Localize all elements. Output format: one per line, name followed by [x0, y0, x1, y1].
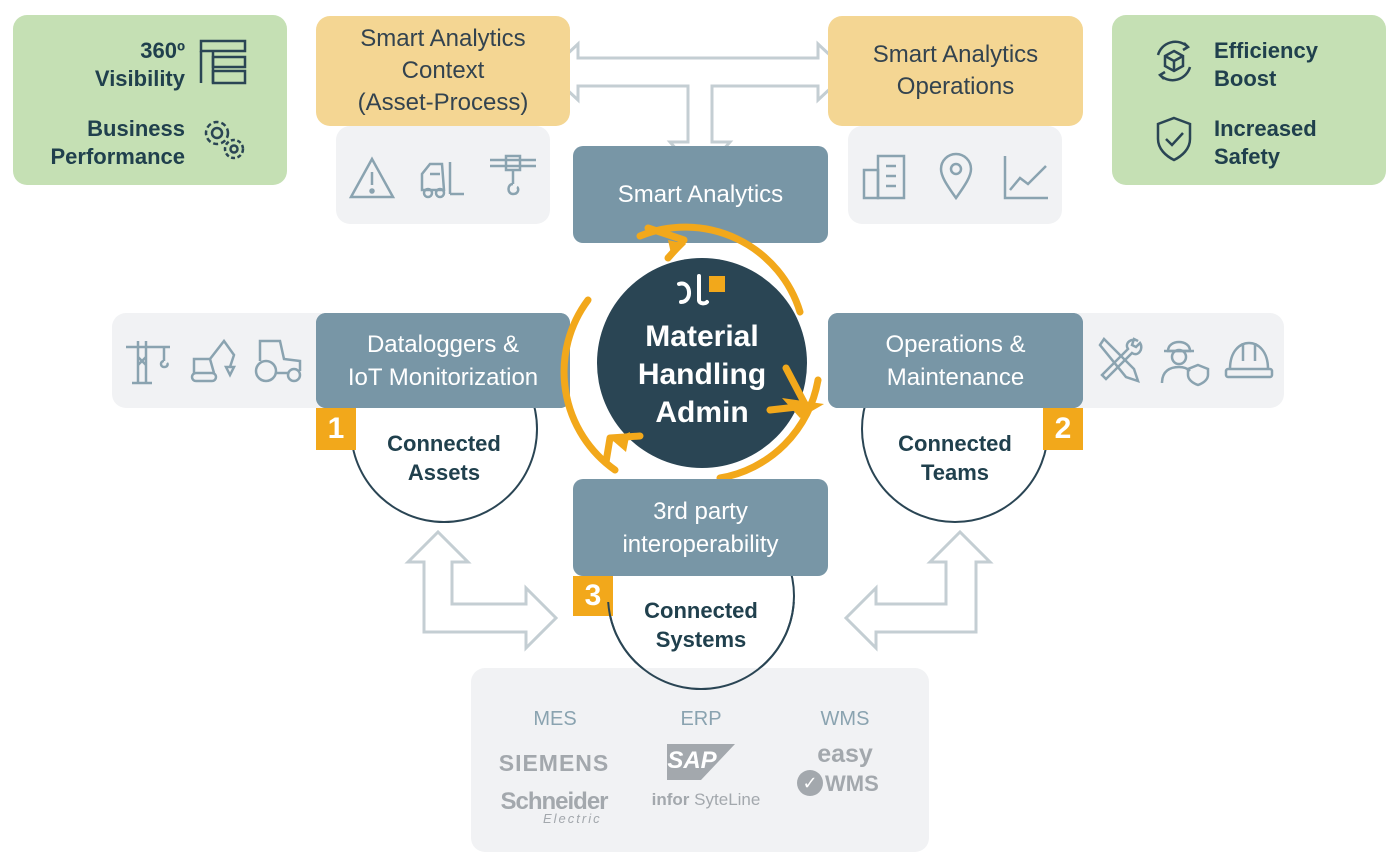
- teams-icons-panel: [1058, 313, 1284, 408]
- infor-syteline-logo: infor SyteLine: [651, 790, 761, 809]
- gears-icon: [204, 120, 245, 160]
- warning-icon: [348, 156, 396, 199]
- tractor-icon: [254, 339, 302, 383]
- benefit-360-visibility: 360º Visibility: [94, 38, 185, 91]
- connected-assets-label: Connected Assets: [387, 431, 501, 485]
- assets-icons-panel: [112, 313, 342, 408]
- top-double-arrow: [545, 40, 851, 179]
- forklift-icon: [420, 162, 464, 199]
- easy-logo: easy: [817, 740, 873, 768]
- benefits-right-panel: Efficiency Boost Increased Safety: [1112, 15, 1386, 185]
- connected-teams-label: Connected Teams: [898, 431, 1012, 485]
- company-logo-icon: [677, 274, 725, 306]
- easywms-circle-icon: ✓: [797, 770, 823, 796]
- building-icon: [862, 154, 906, 200]
- crane-icon: [126, 341, 170, 385]
- location-pin-icon: [939, 152, 973, 201]
- badge-2: 2: [1043, 408, 1083, 450]
- third-party-box: 3rd party interoperability: [573, 479, 828, 576]
- dashboard-icon: [199, 39, 247, 85]
- benefit-business-performance: Business Performance: [50, 116, 185, 169]
- mes-label: MES: [533, 708, 577, 730]
- siemens-logo: SIEMENS: [498, 750, 610, 776]
- erp-label: ERP: [680, 708, 722, 730]
- dataloggers-box-overlay: Dataloggers & IoT Monitorization: [316, 313, 570, 408]
- excavator-icon: [190, 338, 237, 383]
- shield-check-icon: [1156, 116, 1192, 162]
- operations-box-overlay: Operations & Maintenance: [828, 313, 1083, 408]
- systems-panel: MES ERP WMS SIEMENS Schneider Electric S…: [471, 668, 929, 852]
- benefit-efficiency-boost: Efficiency Boost: [1214, 38, 1318, 91]
- bottom-left-arrow: [404, 529, 559, 652]
- schneider-electric-sub: Electric: [543, 811, 602, 826]
- bottom-right-arrow: [843, 529, 994, 652]
- material-handling-admin-circle: Material Handling Admin: [597, 258, 807, 468]
- wms-logo: WMS: [825, 771, 879, 796]
- context-icons-panel: [336, 126, 550, 224]
- wms-label: WMS: [820, 708, 870, 730]
- schneider-logo: Schneider: [500, 788, 608, 815]
- sap-logo-shape: [667, 744, 735, 780]
- operations-icons-panel: [848, 126, 1062, 224]
- smart-analytics-operations-box: Smart Analytics Operations: [828, 16, 1083, 126]
- cube-cycle-icon: [1156, 40, 1192, 82]
- hoist-icon: [490, 154, 536, 196]
- worker-shield-icon: [1160, 340, 1210, 387]
- sap-logo: SAP: [667, 747, 717, 774]
- benefit-increased-safety: Increased Safety: [1214, 116, 1317, 169]
- line-chart-icon: [1003, 156, 1048, 200]
- tools-icon: [1098, 337, 1143, 383]
- badge-3: 3: [573, 576, 613, 616]
- smart-analytics-context-box: Smart Analytics Context (Asset-Process): [316, 16, 570, 126]
- badge-1: 1: [316, 408, 356, 450]
- hard-hat-icon: [1224, 341, 1274, 379]
- center-title: Material Handling Admin: [637, 320, 767, 429]
- benefits-left-panel: 360º Visibility Business Performance: [13, 15, 287, 185]
